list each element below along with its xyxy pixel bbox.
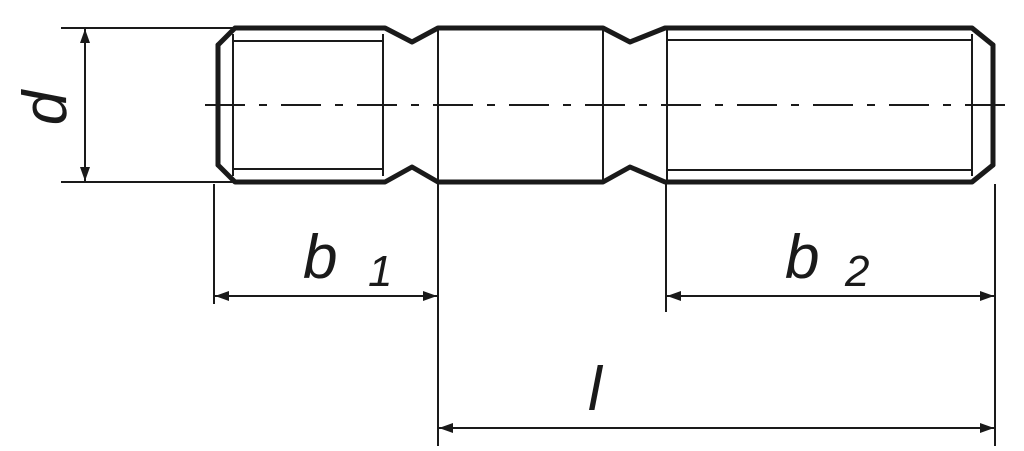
label-d: d xyxy=(11,88,80,125)
dimension-b2: b 2 xyxy=(665,184,996,446)
label-b1-sub: 1 xyxy=(368,247,392,296)
dimension-b1: b 1 xyxy=(213,184,439,446)
label-b1-main: b xyxy=(303,223,337,292)
dimension-d: d xyxy=(11,27,233,183)
dimension-l: l xyxy=(439,355,994,433)
label-l: l xyxy=(588,355,604,424)
stud-bottom-edge xyxy=(215,162,996,185)
label-b2-sub: 2 xyxy=(844,247,869,296)
label-b2-main: b xyxy=(785,223,819,292)
stud-top-edge xyxy=(215,25,996,48)
